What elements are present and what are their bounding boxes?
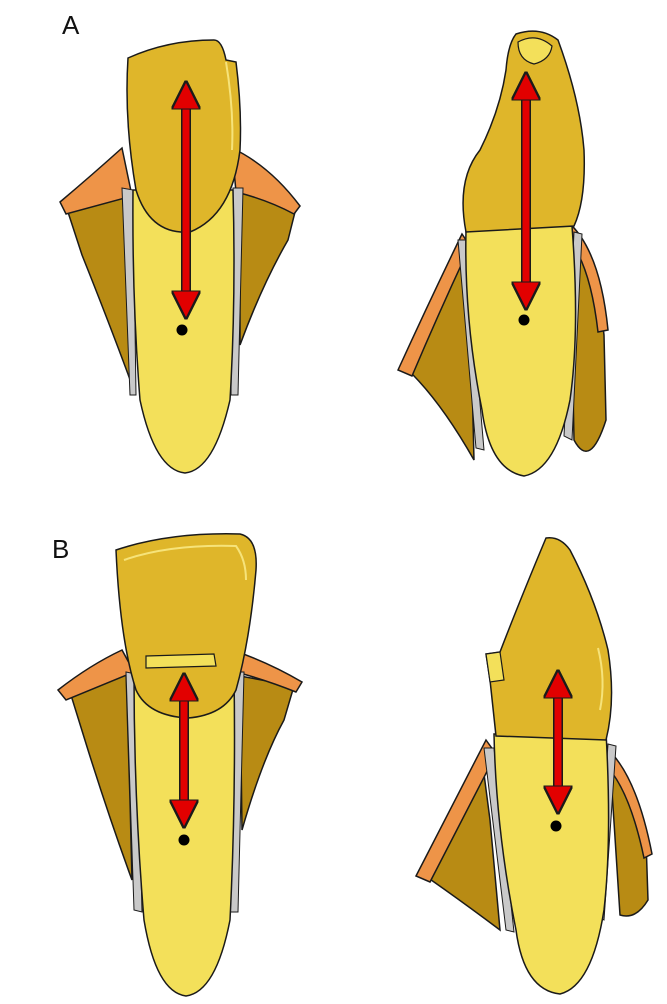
bone-right — [240, 676, 294, 830]
center-of-resistance-dot — [519, 315, 530, 326]
crown — [486, 538, 612, 740]
center-of-resistance-dot — [551, 821, 562, 832]
tooth-a-left — [60, 40, 300, 473]
tooth-a-right — [398, 31, 608, 476]
center-of-resistance-dot — [177, 325, 188, 336]
center-of-resistance-dot — [179, 835, 190, 846]
tooth-b-left — [58, 534, 302, 996]
tooth-b-right — [416, 538, 652, 994]
bone-left — [66, 190, 132, 385]
root — [494, 732, 609, 994]
cingulum — [146, 654, 216, 668]
bone-left — [70, 672, 132, 880]
